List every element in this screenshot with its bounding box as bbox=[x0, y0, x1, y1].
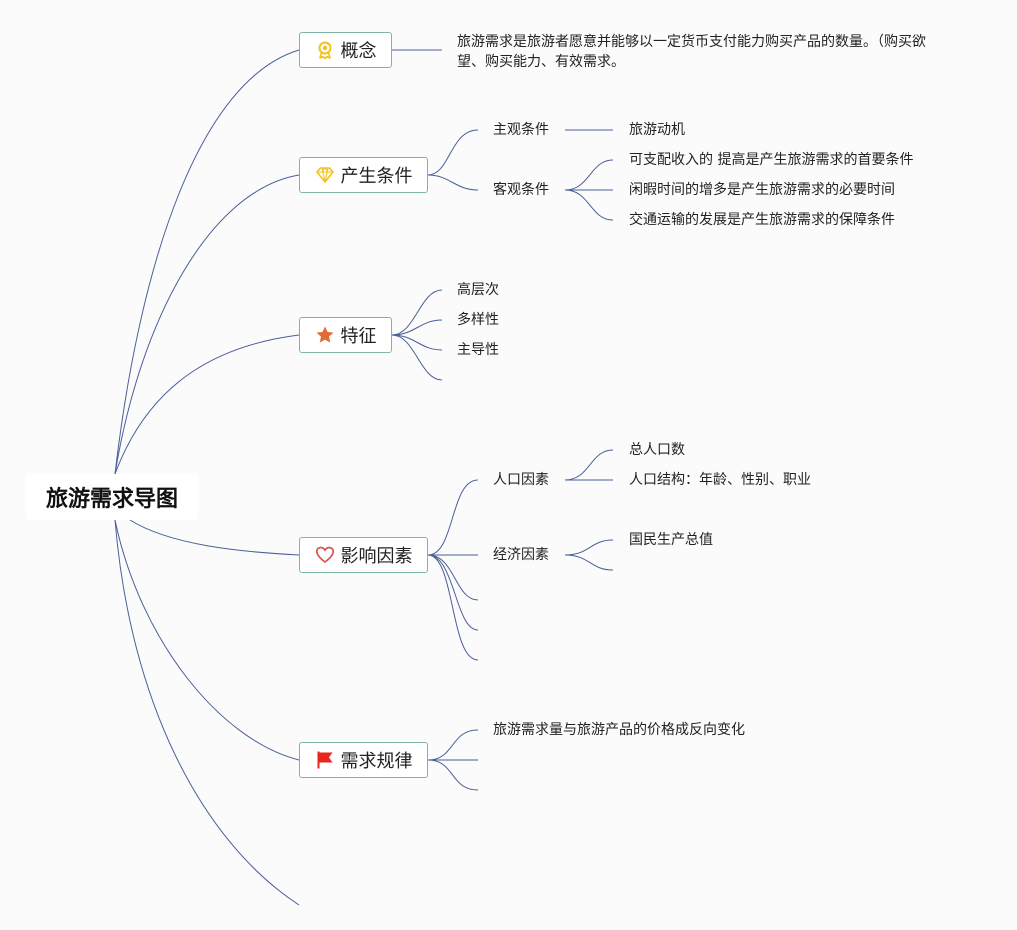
connector-factors-population bbox=[427, 479, 479, 556]
population-factor[interactable]: 人口因素 bbox=[493, 472, 549, 488]
connector-objective-item-1 bbox=[564, 159, 614, 191]
connector-root-concept bbox=[114, 49, 300, 475]
connector-objective-item-3 bbox=[564, 189, 614, 221]
connector-root-factors bbox=[129, 519, 300, 556]
topic-features[interactable]: 特征 bbox=[299, 317, 392, 353]
subjective-item[interactable]: 旅游动机 bbox=[629, 122, 685, 138]
connector-laws-1 bbox=[427, 729, 479, 761]
concept-description: 旅游需求是旅游者愿意并能够以一定货币支付能力购买产品的数量。（购买欲望、购买能力… bbox=[457, 34, 926, 70]
connector-root-laws bbox=[114, 519, 300, 761]
connector-root-conditions bbox=[114, 174, 300, 475]
connector-features-2 bbox=[391, 319, 443, 336]
topic-conditions[interactable]: 产生条件 bbox=[299, 157, 428, 193]
root-label: 旅游需求导图 bbox=[45, 487, 178, 512]
topic-conditions-label: 产生条件 bbox=[340, 166, 413, 187]
topic-concept[interactable]: 概念 bbox=[299, 32, 392, 68]
diamond-icon bbox=[315, 165, 335, 185]
topic-factors-label: 影响因素 bbox=[340, 546, 413, 567]
connector-factors-4 bbox=[427, 554, 479, 631]
population-item-total[interactable]: 总人口数 bbox=[629, 442, 685, 458]
connector-features-1 bbox=[391, 289, 443, 336]
connector-factors-5 bbox=[427, 554, 479, 661]
connector-economy-2 bbox=[564, 554, 614, 571]
feature-item-diversity[interactable]: 多样性 bbox=[457, 312, 499, 328]
objective-item-transport[interactable]: 交通运输的发展是产生旅游需求的保障条件 bbox=[629, 212, 895, 228]
population-item-structure[interactable]: 人口结构：年龄、性别、职业 bbox=[629, 472, 811, 488]
topic-features-label: 特征 bbox=[340, 326, 377, 347]
topic-factors[interactable]: 影响因素 bbox=[299, 537, 428, 573]
economy-item-gnp[interactable]: 国民生产总值 bbox=[629, 532, 713, 548]
connector-laws-3 bbox=[427, 759, 479, 791]
topic-concept-label: 概念 bbox=[340, 41, 377, 62]
topic-laws-label: 需求规律 bbox=[340, 751, 413, 772]
objective-item-leisure[interactable]: 闲暇时间的增多是产生旅游需求的必要时间 bbox=[629, 182, 895, 198]
law-item-price[interactable]: 旅游需求量与旅游产品的价格成反向变化 bbox=[493, 722, 745, 738]
objective-item-income[interactable]: 可支配收入的 提高是产生旅游需求的首要条件 bbox=[629, 152, 914, 168]
objective-condition[interactable]: 客观条件 bbox=[493, 182, 549, 198]
connector-conditions-objective bbox=[427, 174, 479, 191]
connector-population-1 bbox=[564, 449, 614, 481]
connector-root-extra bbox=[114, 519, 300, 906]
connector-economy-1 bbox=[564, 539, 614, 556]
connector-root-features bbox=[114, 334, 300, 475]
red-flag-icon bbox=[315, 750, 335, 770]
root-node[interactable]: 旅游需求导图 bbox=[26, 474, 198, 520]
connector-features-4 bbox=[391, 334, 443, 381]
star-icon bbox=[315, 325, 335, 345]
feature-item-high-level[interactable]: 高层次 bbox=[457, 282, 499, 298]
topic-laws[interactable]: 需求规律 bbox=[299, 742, 428, 778]
award-ribbon-icon bbox=[315, 40, 335, 60]
economy-factor[interactable]: 经济因素 bbox=[493, 547, 549, 563]
heart-icon bbox=[315, 545, 335, 565]
connector-conditions-subjective bbox=[427, 129, 479, 176]
subjective-condition[interactable]: 主观条件 bbox=[493, 122, 549, 138]
feature-item-dominance[interactable]: 主导性 bbox=[457, 342, 499, 358]
connector-factors-3 bbox=[427, 554, 479, 601]
